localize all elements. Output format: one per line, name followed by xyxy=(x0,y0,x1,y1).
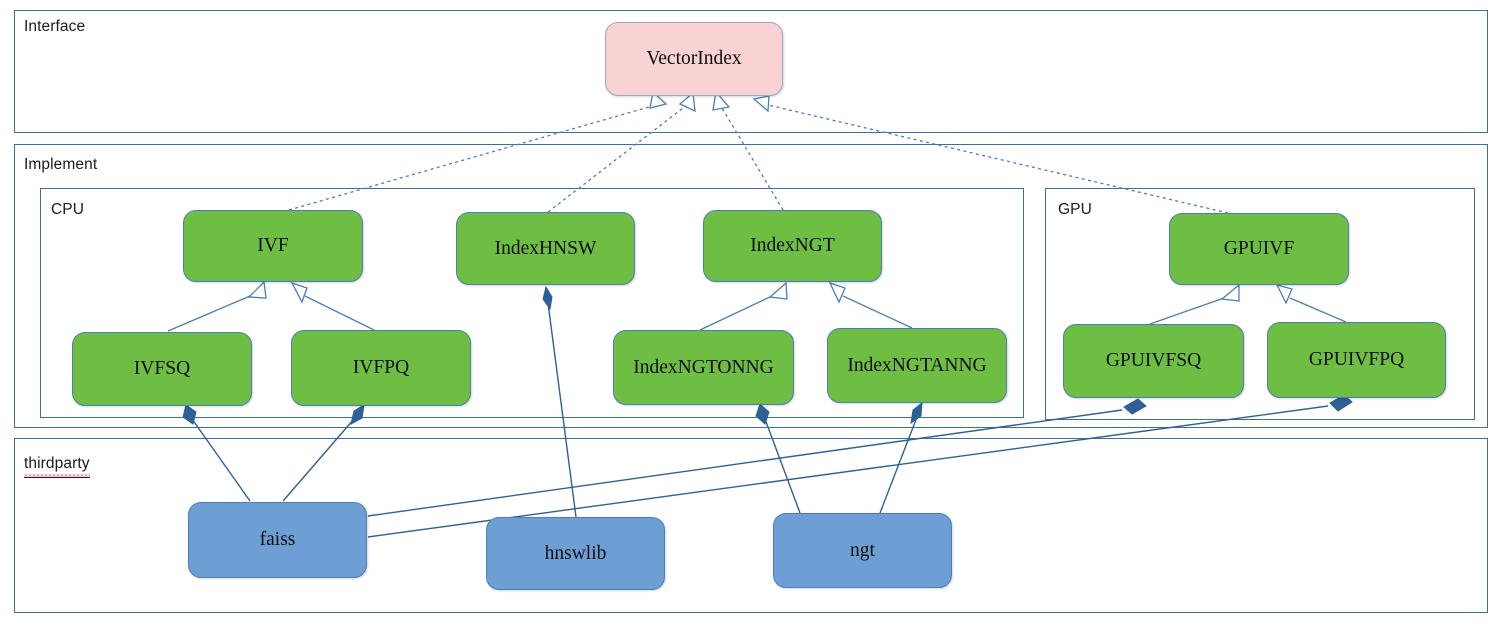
node-indexngt[interactable]: IndexNGT xyxy=(703,210,882,282)
node-ivf[interactable]: IVF xyxy=(183,210,363,282)
node-gpuivf[interactable]: GPUIVF xyxy=(1169,213,1349,285)
node-indexngtanng[interactable]: IndexNGTANNG xyxy=(827,328,1007,403)
group-label-interface: Interface xyxy=(24,18,86,35)
node-indexngtonng[interactable]: IndexNGTONNG xyxy=(613,330,794,405)
group-label-implement: Implement xyxy=(24,156,98,173)
group-label-thirdparty: thirdparty xyxy=(24,455,90,478)
node-faiss[interactable]: faiss xyxy=(188,502,367,578)
node-ngt[interactable]: ngt xyxy=(773,513,952,588)
node-ivfpq[interactable]: IVFPQ xyxy=(291,330,471,406)
node-vectorindex[interactable]: VectorIndex xyxy=(605,22,783,96)
node-gpuivfsq[interactable]: GPUIVFSQ xyxy=(1063,324,1244,398)
node-ivfsq[interactable]: IVFSQ xyxy=(72,332,252,406)
node-hnswlib[interactable]: hnswlib xyxy=(486,517,665,590)
group-label-gpu: GPU xyxy=(1058,201,1092,218)
group-label-cpu: CPU xyxy=(51,201,85,218)
node-gpuivfpq[interactable]: GPUIVFPQ xyxy=(1267,322,1446,398)
node-indexhnsw[interactable]: IndexHNSW xyxy=(456,212,635,285)
